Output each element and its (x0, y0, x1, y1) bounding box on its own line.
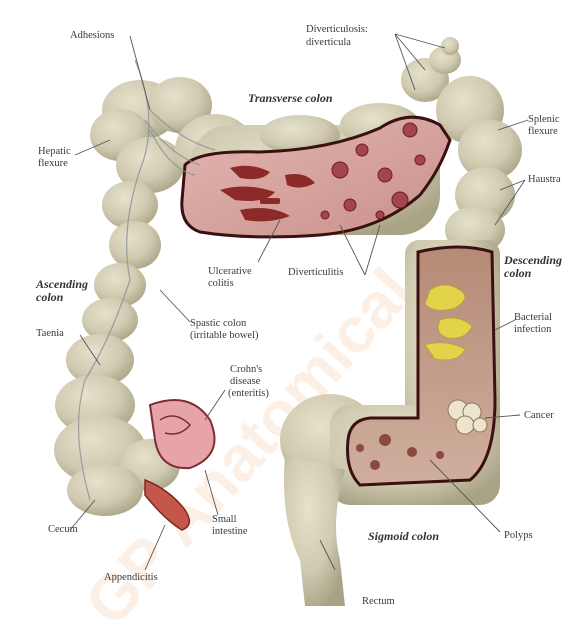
label-diverticulitis: Diverticulitis (288, 267, 343, 279)
region-sigmoid-colon: Sigmoid colon (368, 530, 439, 543)
label-hepatic-flexure-line1: Hepatic (38, 146, 71, 158)
label-crohns-line2: disease (230, 376, 260, 388)
descending-cutaway (348, 247, 496, 485)
label-appendicitis: Appendicitis (104, 572, 158, 584)
label-polyps: Polyps (504, 530, 533, 542)
label-ulcerative-colitis-line1: Ulcerative (208, 266, 252, 278)
label-rectum: Rectum (362, 596, 395, 608)
label-cancer: Cancer (524, 410, 554, 422)
colon-pathology-diagram: GP Anatomical (0, 0, 586, 606)
label-small-intestine-line1: Small (212, 514, 237, 526)
region-transverse-colon: Transverse colon (248, 92, 333, 105)
label-splenic-flexure-line1: Splenic (528, 114, 560, 126)
label-ulcerative-colitis-line2: colitis (208, 278, 234, 290)
label-spastic-colon-line1: Spastic colon (190, 318, 246, 330)
appendix (145, 480, 189, 530)
label-adhesions: Adhesions (70, 30, 114, 42)
label-hepatic-flexure-line2: flexure (38, 158, 68, 170)
label-bacterial-infection-line2: infection (514, 324, 551, 336)
region-descending-colon-line2: colon (504, 267, 531, 280)
label-crohns-line3: (enteritis) (228, 388, 269, 400)
label-taenia: Taenia (36, 328, 64, 340)
label-small-intestine-line2: intestine (212, 526, 248, 538)
label-cecum: Cecum (48, 524, 78, 536)
label-diverticulosis-line1: Diverticulosis: (306, 24, 368, 36)
label-spastic-colon-line2: (irritable bowel) (190, 330, 259, 342)
label-diverticulosis-line2: diverticula (306, 37, 351, 49)
label-haustra: Haustra (528, 174, 561, 186)
label-crohns-line1: Crohn's (230, 364, 262, 376)
label-bacterial-infection-line1: Bacterial (514, 312, 552, 324)
region-ascending-colon-line2: colon (36, 291, 63, 304)
label-splenic-flexure-line2: flexure (528, 126, 558, 138)
